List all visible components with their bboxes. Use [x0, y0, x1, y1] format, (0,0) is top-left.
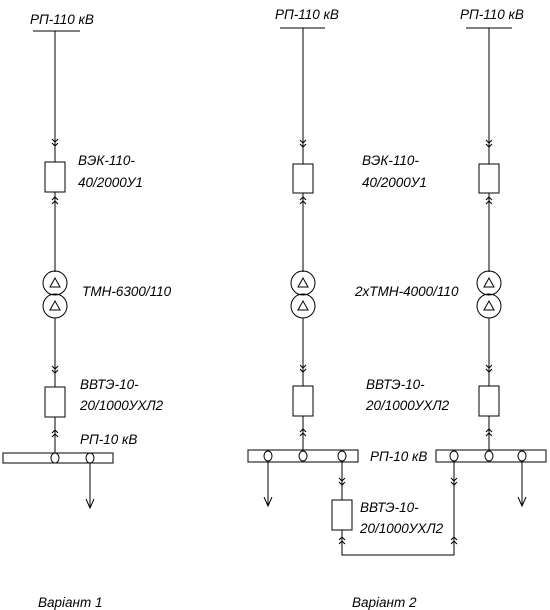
- v2-breaker-10-right: [478, 385, 500, 417]
- v1-feeder-arrow: [85, 498, 95, 510]
- v2-breaker-label-2: 40/2000У1: [362, 175, 427, 190]
- v1-vacuum-label-1: ВВТЭ-10-: [80, 377, 139, 392]
- v1-disconnector-upper: [51, 138, 59, 143]
- v2-sectional-link: [341, 462, 455, 556]
- v1-transformer-label: ТМН-6300/110: [82, 284, 172, 299]
- v2-source-right-label: РП-110 кВ: [460, 7, 524, 22]
- v1-bus-contact: [50, 452, 60, 464]
- caption-variant-1: Варіант 1: [38, 595, 102, 610]
- v1-breaker-label-1: ВЭК-110-: [78, 153, 135, 168]
- v1-breaker-10: [44, 386, 66, 418]
- v2-breaker-110-left: [292, 163, 314, 194]
- v1-transformer: [42, 270, 68, 319]
- v1-source-label: РП-110 кВ: [30, 12, 94, 27]
- v2-bus-label: РП-10 кВ: [370, 449, 427, 464]
- v2-bus-section-left: [247, 449, 359, 463]
- v2-sectional-label-2: 20/1000УХЛ2: [359, 521, 444, 536]
- v1-breaker-110: [44, 161, 66, 193]
- v2-transformer-left: [290, 270, 316, 319]
- v2-transformer-right: [476, 270, 502, 319]
- v2-breaker-label-1: ВЭК-110-: [362, 153, 419, 168]
- v2-vacuum-label-1: ВВТЭ-10-: [366, 377, 425, 392]
- v2-transformer-label: 2хТМН-4000/110: [354, 284, 459, 299]
- v2-breaker-110-right: [478, 163, 500, 194]
- variant-1: РП-110 кВ ВЭК-110- 40/2000У1 ТМН-6300/11…: [2, 12, 172, 610]
- variant-2: РП-110 кВ РП-110 кВ ВЭК-110- 40/2000У1: [247, 7, 547, 610]
- caption-variant-2: Варіант 2: [352, 595, 417, 610]
- v2-sectional-breaker: [331, 499, 353, 531]
- v2-source-left-label: РП-110 кВ: [275, 7, 339, 22]
- v1-vacuum-label-2: 20/1000УХЛ2: [79, 398, 164, 413]
- v2-breaker-10-left: [292, 385, 314, 417]
- v2-vacuum-label-2: 20/1000УХЛ2: [365, 398, 450, 413]
- v1-bus-10kv: [2, 452, 114, 464]
- v2-sectional-label-1: ВВТЭ-10-: [360, 500, 419, 515]
- v1-disconnector-lower: [51, 196, 59, 201]
- v1-bus-label: РП-10 кВ: [80, 432, 137, 447]
- v1-breaker-label-2: 40/2000У1: [78, 175, 143, 190]
